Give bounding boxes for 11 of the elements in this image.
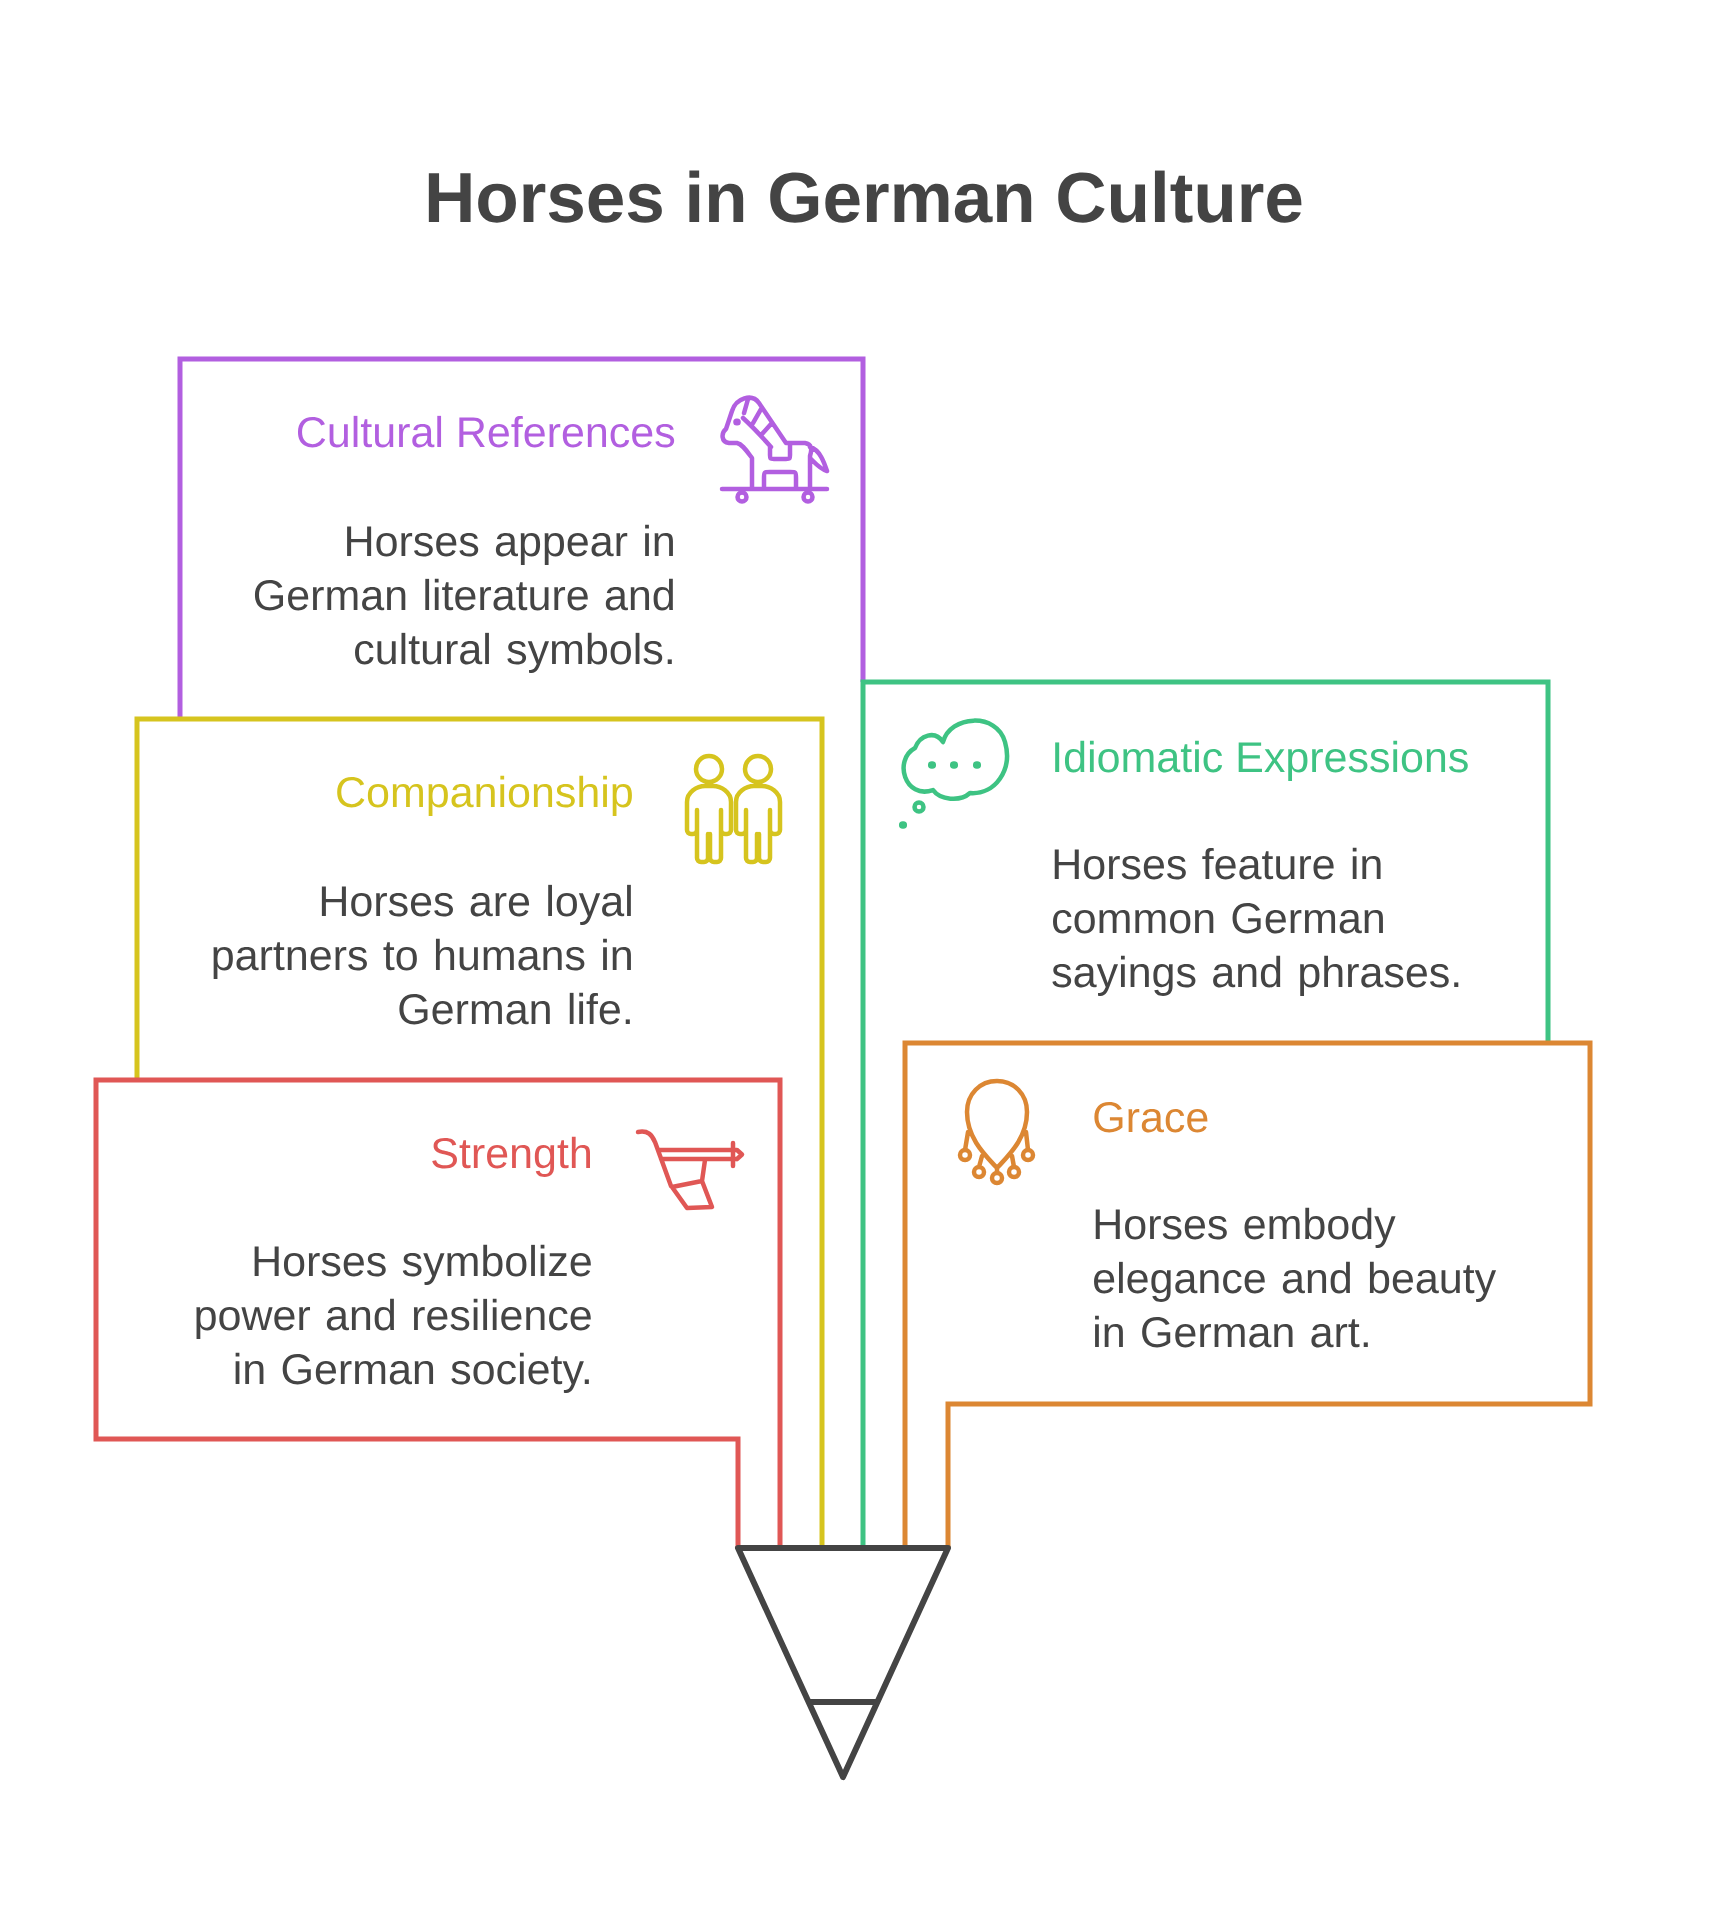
heading: Strength	[432, 1136, 590, 1177]
heading: Idiomatic Expressions	[1055, 740, 1468, 781]
body-text: Horses feature in common German sayings and phrases.	[1052, 847, 1459, 996]
heading: Cultural References	[297, 415, 675, 448]
body-text: Horses symbolize power and resilience in German society.	[196, 1244, 591, 1393]
body-text: Horses appear in German literature and cultural symbols.	[254, 524, 673, 673]
title: Horses in German Culture	[428, 170, 1302, 223]
heading: Grace	[1094, 1102, 1208, 1133]
body-text: Horses embody elegance and beauty in German art.	[1094, 1207, 1497, 1348]
heading: Companionship	[337, 775, 632, 816]
body-text: Horses are loyal partners to humans in German life.	[213, 884, 631, 1025]
